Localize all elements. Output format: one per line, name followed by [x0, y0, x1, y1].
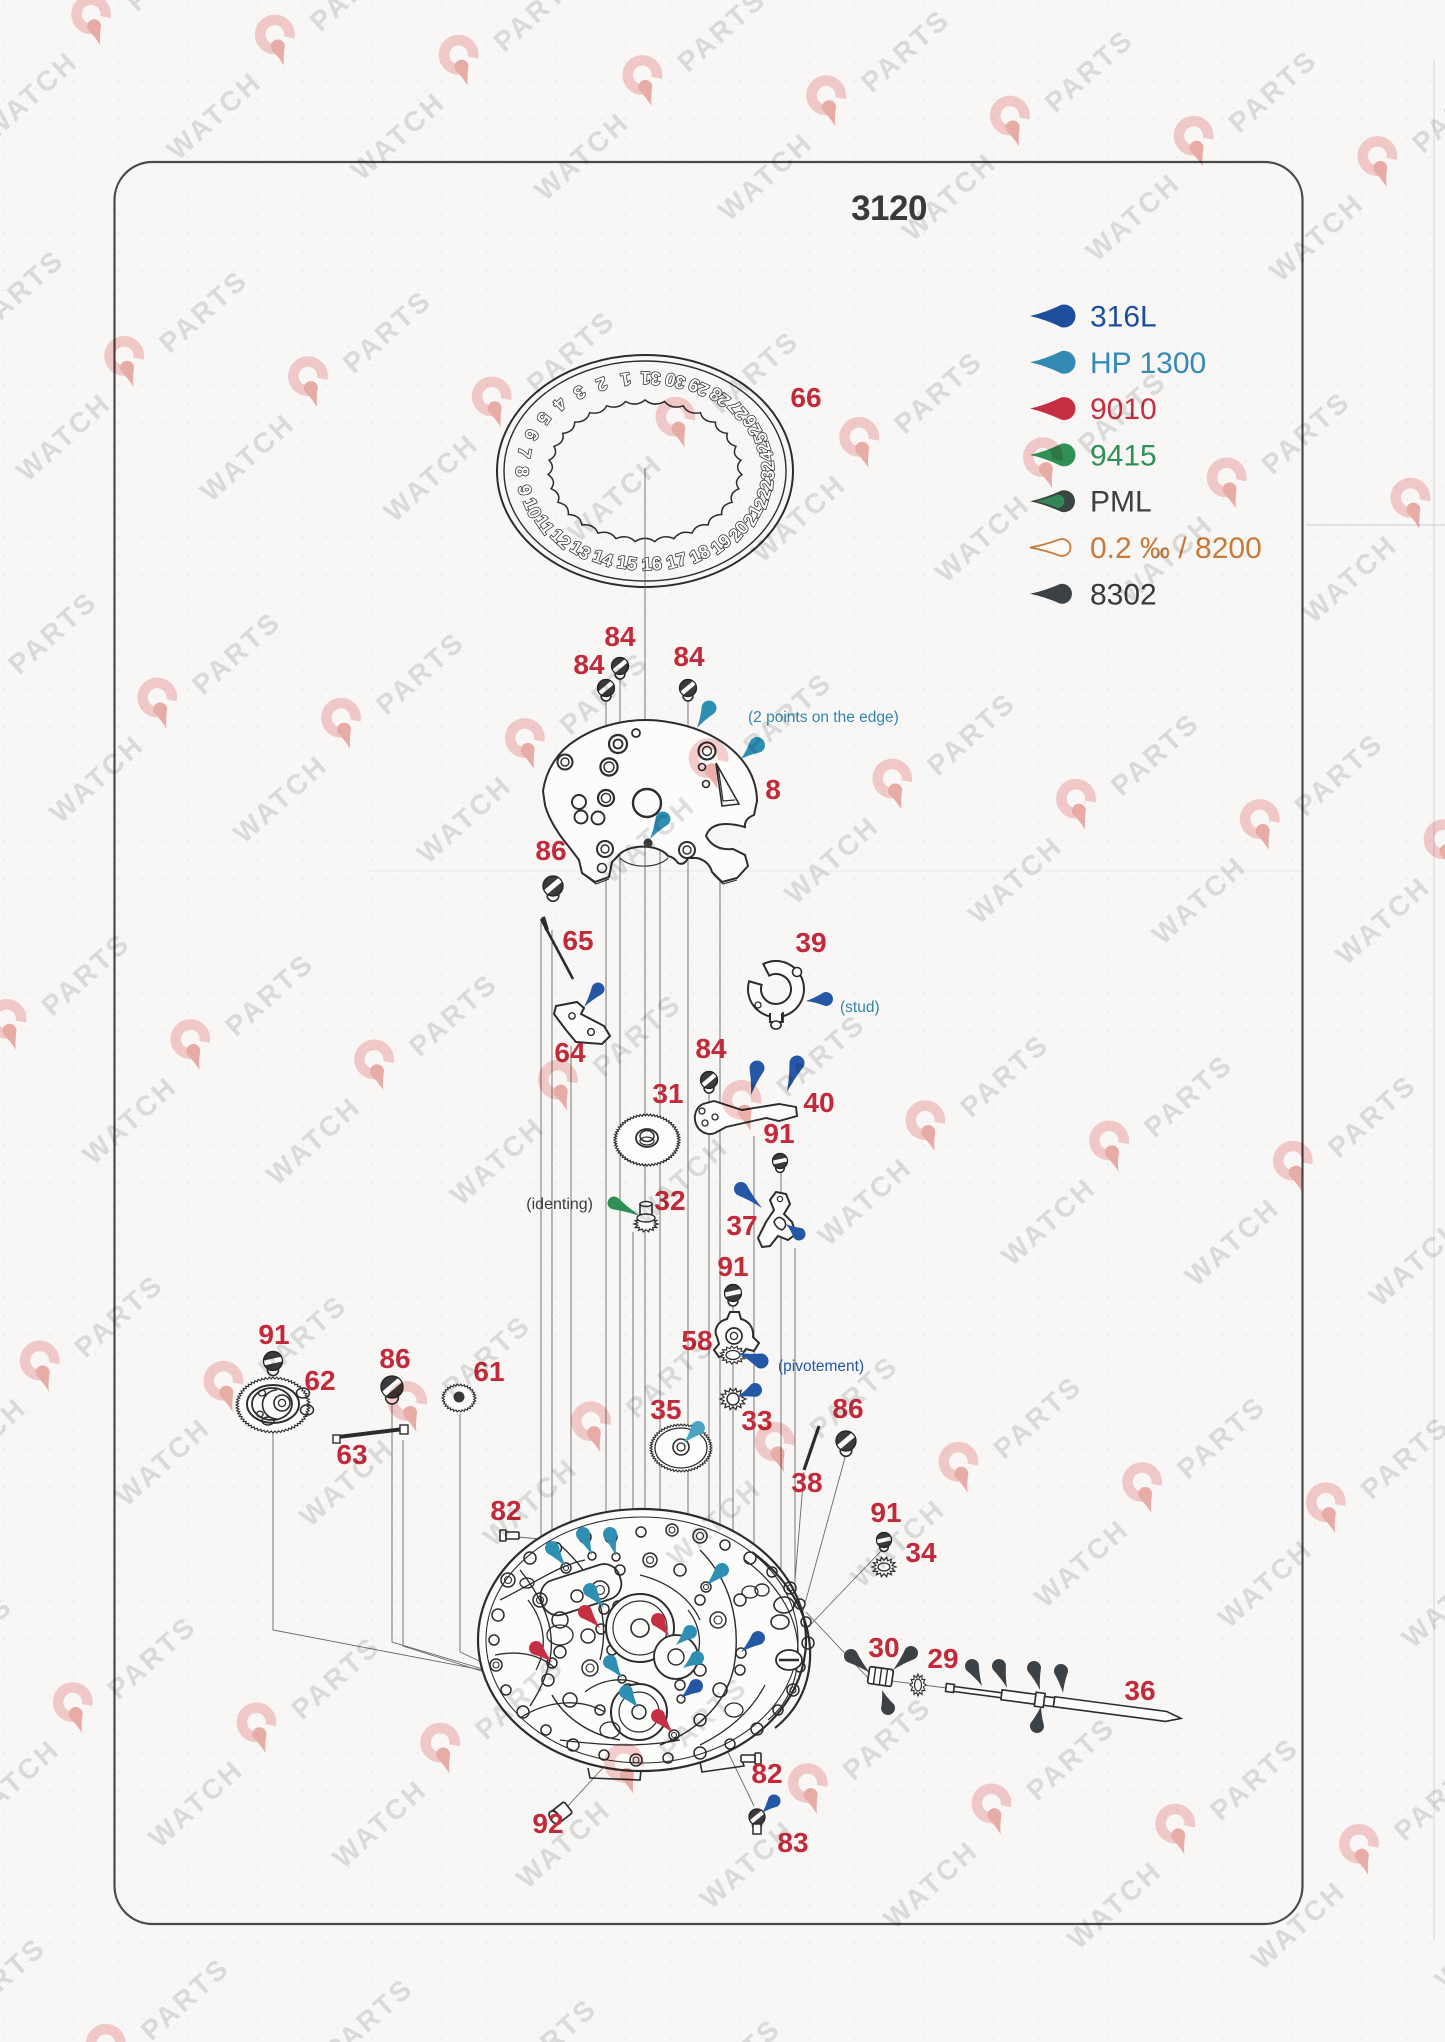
svg-text:(identing): (identing) — [526, 1196, 593, 1213]
svg-text:7: 7 — [514, 446, 536, 460]
svg-text:63: 63 — [336, 1439, 367, 1470]
svg-text:0.2 ‰ / 8200: 0.2 ‰ / 8200 — [1090, 532, 1262, 565]
svg-text:40: 40 — [803, 1087, 834, 1118]
svg-text:30: 30 — [868, 1632, 899, 1663]
svg-text:84: 84 — [604, 621, 636, 652]
svg-text:84: 84 — [695, 1033, 727, 1064]
svg-text:38: 38 — [791, 1467, 822, 1498]
svg-text:37: 37 — [726, 1210, 757, 1241]
svg-text:91: 91 — [258, 1319, 289, 1350]
svg-text:39: 39 — [795, 927, 826, 958]
svg-text:16: 16 — [641, 553, 662, 574]
svg-text:84: 84 — [673, 641, 705, 672]
svg-text:86: 86 — [535, 835, 566, 866]
svg-text:31: 31 — [652, 1078, 683, 1109]
svg-text:36: 36 — [1124, 1675, 1155, 1706]
svg-text:58: 58 — [681, 1325, 712, 1356]
svg-text:24: 24 — [756, 450, 778, 472]
svg-text:23: 23 — [756, 469, 778, 491]
svg-text:35: 35 — [650, 1394, 681, 1425]
svg-text:8: 8 — [765, 774, 781, 805]
svg-text:61: 61 — [473, 1356, 504, 1387]
svg-text:9415: 9415 — [1090, 439, 1157, 472]
svg-text:8302: 8302 — [1090, 578, 1157, 611]
svg-text:86: 86 — [832, 1393, 863, 1424]
svg-text:PML: PML — [1090, 486, 1152, 519]
svg-text:83: 83 — [777, 1827, 808, 1858]
svg-text:32: 32 — [654, 1185, 685, 1216]
svg-text:34: 34 — [905, 1537, 937, 1568]
svg-text:(pivotement): (pivotement) — [778, 1358, 864, 1375]
svg-text:92: 92 — [532, 1808, 563, 1839]
svg-text:29: 29 — [927, 1643, 958, 1674]
svg-text:91: 91 — [870, 1497, 901, 1528]
svg-text:8: 8 — [512, 466, 532, 476]
svg-text:91: 91 — [763, 1118, 794, 1149]
svg-text:65: 65 — [562, 925, 593, 956]
svg-text:15: 15 — [616, 552, 639, 575]
svg-text:82: 82 — [490, 1495, 521, 1526]
svg-text:HP 1300: HP 1300 — [1090, 347, 1206, 380]
svg-text:84: 84 — [573, 649, 605, 680]
svg-text:1: 1 — [619, 368, 632, 389]
svg-text:316L: 316L — [1090, 301, 1157, 334]
svg-text:9: 9 — [514, 483, 536, 497]
svg-text:3120: 3120 — [851, 189, 927, 228]
svg-text:66: 66 — [790, 382, 821, 413]
svg-text:91: 91 — [717, 1251, 748, 1282]
svg-text:62: 62 — [304, 1365, 335, 1396]
svg-text:31: 31 — [640, 368, 661, 389]
svg-text:9010: 9010 — [1090, 393, 1157, 426]
svg-text:(2 points on the edge): (2 points on the edge) — [748, 709, 899, 726]
svg-text:82: 82 — [751, 1758, 782, 1789]
svg-text:86: 86 — [379, 1343, 410, 1374]
svg-text:(stud): (stud) — [840, 999, 880, 1016]
